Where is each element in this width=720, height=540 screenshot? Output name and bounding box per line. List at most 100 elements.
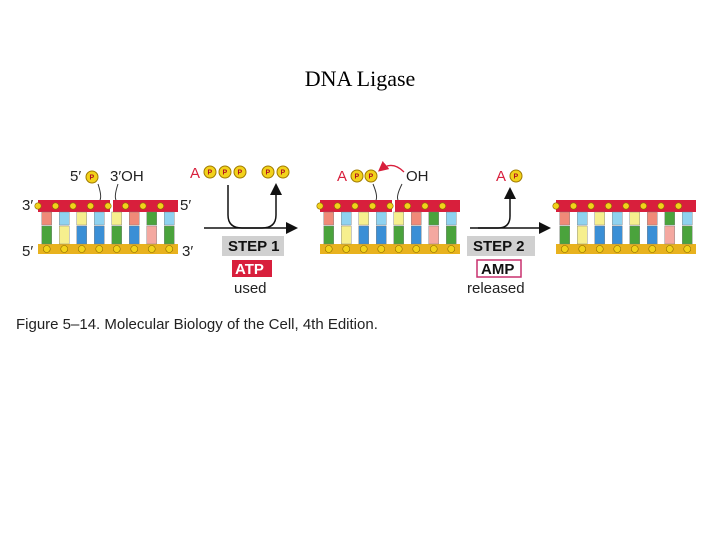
phosphate-dot (139, 202, 147, 210)
phosphate-dot (578, 245, 587, 253)
svg-text:P: P (266, 170, 271, 177)
phosphate-dot (639, 202, 647, 210)
svg-text:P: P (281, 170, 286, 177)
base-bottom (594, 225, 605, 245)
phosphate-icon: P (85, 170, 99, 184)
pyrophosphate-product: P P (261, 165, 290, 179)
atp-box (232, 260, 272, 277)
phosphate-dot (122, 202, 130, 210)
phosphate-5prime-label: 5′ (70, 168, 81, 185)
phosphate-dot (165, 245, 174, 253)
dna-nicked-strand (34, 199, 178, 254)
base-top (393, 211, 404, 226)
base-bottom (393, 225, 404, 245)
phosphate-dot (69, 202, 77, 210)
base-bottom (341, 225, 352, 245)
phosphate-dot (324, 245, 333, 253)
atp-status: used (234, 280, 267, 297)
phosphate-dot (595, 245, 604, 253)
step2-label: STEP 2 (473, 238, 524, 255)
phosphate-dot (351, 202, 359, 210)
phosphate-dot (157, 202, 165, 210)
base-bottom (612, 225, 623, 245)
phosphate-dot (421, 202, 429, 210)
phosphate-dot (386, 202, 394, 210)
base-bottom (129, 225, 140, 245)
base-bottom (146, 225, 157, 245)
base-top (577, 211, 588, 226)
base-top (358, 211, 369, 226)
base-top (594, 211, 605, 226)
phosphate-dot (394, 245, 403, 253)
phosphate-dot (569, 202, 577, 210)
base-top (376, 211, 387, 226)
step2-box (467, 236, 535, 256)
amp-pointer (372, 183, 378, 201)
base-bottom (358, 225, 369, 245)
phosphate-dot (604, 202, 612, 210)
base-bottom (164, 225, 175, 245)
base-bottom (94, 225, 105, 245)
base-bottom (59, 225, 70, 245)
base-top (341, 211, 352, 226)
amp-label: AMP (481, 261, 514, 278)
base-top (411, 211, 422, 226)
amp-attached: A P P (337, 168, 378, 185)
base-top (94, 211, 105, 226)
end-label-3prime-top: 3′ (22, 197, 33, 214)
base-bottom (111, 225, 122, 245)
atp-molecule: A P P P (190, 165, 247, 182)
phosphate-dot (552, 202, 560, 210)
phosphate-dot (60, 245, 69, 253)
end-label-5prime-top: 5′ (180, 197, 191, 214)
nucleophilic-attack-arrow (378, 161, 405, 173)
phosphate-dot (316, 202, 324, 210)
svg-text:A: A (496, 168, 506, 185)
phosphate-dot (377, 245, 386, 253)
atp-label: ATP (235, 261, 264, 278)
svg-text:A: A (337, 168, 347, 185)
step1-label: STEP 1 (228, 238, 279, 255)
base-top (664, 211, 675, 226)
base-bottom (446, 225, 457, 245)
phosphate-dot (87, 202, 95, 210)
page-title: DNA Ligase (304, 66, 416, 91)
dna-activated-strand (316, 199, 460, 254)
base-bottom (76, 225, 87, 245)
figure-caption: Figure 5–14. Molecular Biology of the Ce… (16, 316, 378, 333)
phosphate-dot (665, 245, 674, 253)
phosphate-dot (104, 202, 112, 210)
step2-curved-arrow (478, 187, 516, 229)
dna-ligase-diagram: 3′ 5′ 5′ 3′ 5′ P 3′OH A P P P P P STEP 1… (22, 161, 696, 297)
phosphate-dot (368, 202, 376, 210)
svg-text:A: A (190, 165, 200, 182)
oh-label: OH (406, 168, 429, 185)
phosphate-dot (648, 245, 657, 253)
phosphate-dot (112, 245, 121, 253)
step1-box (222, 236, 284, 256)
phosphate-dot (429, 245, 438, 253)
base-bottom (577, 225, 588, 245)
phosphate-dot (34, 202, 42, 210)
step1-curved-arrow (227, 183, 282, 229)
phosphate-dot (674, 202, 682, 210)
base-top (629, 211, 640, 226)
phosphate-dot (403, 202, 411, 210)
base-top (129, 211, 140, 226)
phosphate-dot (630, 245, 639, 253)
end-label-5prime-bottom: 5′ (22, 243, 33, 260)
base-bottom (559, 225, 570, 245)
phosphate-dot (51, 202, 59, 210)
base-top (559, 211, 570, 226)
phosphate-pointer (97, 183, 102, 201)
base-top (323, 211, 334, 226)
base-bottom (376, 225, 387, 245)
phosphate-dot (77, 245, 86, 253)
base-top (446, 211, 457, 226)
phosphate-dot (42, 245, 51, 253)
amp-box (476, 259, 522, 278)
phosphate-dot (613, 245, 622, 253)
phosphate-dot (438, 202, 446, 210)
phosphate-dot (447, 245, 456, 253)
base-top (612, 211, 623, 226)
